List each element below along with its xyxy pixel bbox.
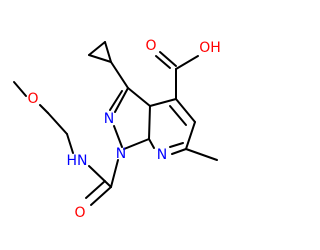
- pyrazolopyridine-core: [109, 87, 218, 161]
- bond: [185, 121, 196, 150]
- bond: [123, 138, 150, 150]
- pyrazole-n2-label: N: [104, 111, 114, 127]
- bond: [148, 105, 151, 140]
- bond: [169, 142, 184, 148]
- bond: [85, 180, 106, 199]
- bond: [185, 148, 218, 161]
- side-chain: [13, 81, 119, 206]
- bond: [175, 98, 196, 123]
- bond: [114, 87, 129, 113]
- carboxylic-acid-group: [155, 51, 199, 100]
- bond: [110, 159, 119, 188]
- bond: [47, 112, 68, 135]
- methoxy-oxygen-label: O: [27, 91, 38, 107]
- bond: [88, 41, 106, 56]
- bond: [110, 61, 129, 89]
- bond: [149, 98, 177, 107]
- bond: [88, 54, 112, 63]
- bond: [175, 55, 199, 70]
- bond: [39, 104, 49, 114]
- bond: [90, 186, 112, 206]
- bond: [159, 51, 177, 67]
- bond: [155, 55, 171, 69]
- bond: [171, 148, 187, 155]
- pyridine-nitrogen-label: N: [157, 147, 167, 163]
- atom-labels: O HN O N N N O OH: [27, 38, 220, 221]
- amide-nh-label: HN: [67, 153, 88, 169]
- pyrazole-n1-label: N: [116, 146, 126, 162]
- cyclopropyl-group: [88, 41, 129, 89]
- structure-svg: O HN O N N N O OH: [13, 38, 221, 221]
- bond: [88, 165, 112, 188]
- bond: [169, 105, 187, 126]
- bond: [127, 87, 151, 107]
- bond: [109, 90, 123, 111]
- bond: [66, 133, 74, 154]
- acid-hydroxyl-label: OH: [199, 40, 221, 56]
- bond: [113, 125, 123, 148]
- bond: [148, 138, 155, 149]
- amide-oxygen-label: O: [74, 205, 85, 221]
- acid-carbonyl-oxygen-label: O: [145, 38, 156, 54]
- bond: [104, 41, 112, 63]
- bond: [13, 81, 27, 97]
- molecule-diagram: O HN O N N N O OH: [13, 38, 221, 221]
